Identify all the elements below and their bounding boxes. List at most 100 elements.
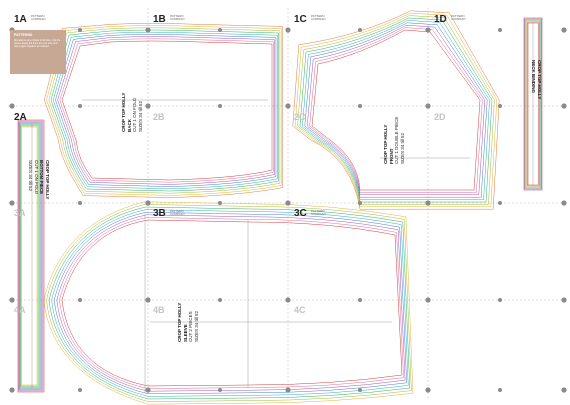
alignment-dot [145,297,151,303]
bottom-piece-outline [17,119,45,393]
pattern-pieces [17,10,543,405]
front-outline [309,27,483,193]
alignment-dot [9,200,15,206]
alignment-dot [498,388,502,392]
bottom-piece-outline [20,124,40,388]
alignment-dot [358,28,362,32]
alignment-markers [9,27,567,393]
front-outline [311,29,481,191]
piece-label-bottom: CROP TOP HOLLY BOTTOM PIECE CUT 1 ON FOL… [28,160,51,200]
alignment-dot [425,387,431,393]
alignment-dot [218,104,222,108]
back-outline [44,23,283,198]
back-outline [61,40,273,181]
alignment-dot [78,104,82,108]
tile-label-2a: 2A [14,112,27,123]
alignment-dot [145,103,151,109]
sleeve-outline [59,217,404,389]
binding-piece-outline [526,20,541,188]
instructions-box: PATTERNS All patterns are printed in ful… [10,30,66,74]
piece-title: CROP TOP HOLLY [177,302,182,342]
tile-label-2d: 2D [434,112,446,122]
alignment-dot [561,297,567,303]
binding-piece-outline [525,19,541,189]
sleeve-outline [48,206,411,400]
alignment-dot [358,104,362,108]
alignment-dot [425,200,431,206]
brand-tag: PATTERN COMPANY [311,209,326,216]
piece-sizes: SIZES 34 till 52 [399,132,405,164]
tile-label-3b: 3B [153,208,166,219]
piece-cut: CUT 1 ON FOLD [34,160,39,195]
bottom-piece-outline [21,126,38,386]
piece-label-front: CROP TOP HOLLY FRONT CUT 1 DOUBLE PIECE … [383,117,405,164]
tile-label-4c: 4C [294,305,306,315]
back-outline [57,36,275,185]
bottom-piece-outline [19,122,42,390]
alignment-dot [218,298,222,302]
alignment-dot [78,28,82,32]
alignment-dot [145,27,151,33]
tile-label-4b: 4B [153,305,165,315]
back-outline [52,31,278,190]
sleeve-outline [53,211,407,395]
tile-label-2c: 2C [294,112,306,122]
alignment-dot [285,103,291,109]
alignment-dot [561,200,567,206]
piece-title: CROP TOP HOLLY [537,60,542,100]
piece-cut: CUT 1 DOUBLE PIECE [394,116,399,164]
sleeve-outline [61,219,403,387]
tile-label-1b: 1B [153,14,166,25]
alignment-dot [9,387,15,393]
piece-label-sleeve: CROP TOP HOLLY SLEEVE CUT 2 PIECES SIZES… [177,303,199,342]
brand-tag: PATTERN COMPANY [31,14,46,21]
alignment-dot [78,298,82,302]
back-outline [55,34,277,187]
back-outline [59,38,274,183]
back-outline [50,29,279,192]
alignment-dot [145,387,151,393]
alignment-dot [498,104,502,108]
alignment-dot [9,103,15,109]
brand-tag: PATTERN COMPANY [170,14,185,21]
tile-label-1a: 1A [14,14,27,25]
alignment-dot [561,103,567,109]
piece-title: CROP TOP HOLLY [121,92,126,132]
bottom-piece-outline [20,125,39,387]
bottom-piece-outline [18,120,44,392]
alignment-dot [285,27,291,33]
alignment-dot [498,28,502,32]
front-outline [294,12,498,208]
piece-sizes: SIZES 34 till 52 [193,310,199,342]
front-outline [297,15,495,205]
tile-label-3a: 3A [14,208,26,218]
piece-title: CROP TOP HOLLY [45,160,50,200]
alignment-dot [218,28,222,32]
tile-label-3c: 3C [294,208,307,219]
front-outline [292,10,500,210]
binding-piece-outline [523,17,543,191]
alignment-dot [498,201,502,205]
alignment-dot [78,201,82,205]
piece-title: CROP TOP HOLLY [383,124,388,164]
brand-tag: PATTERN COMPANY [170,209,185,216]
back-outline [48,27,281,194]
alignment-dot [561,387,567,393]
piece-name: BOTTOM PIECE [39,160,45,195]
tile-label-1d: 1D [434,14,447,25]
sleeve-outline [56,214,406,392]
piece-label-binding: CROP TOP HOLLY NECK BINDING [531,60,543,100]
front-outline [299,17,493,203]
alignment-dot [358,201,362,205]
binding-piece-outline [524,18,542,190]
alignment-dot [358,298,362,302]
tile-label-2b: 2B [153,112,165,122]
back-outline [46,25,282,196]
bottom-piece-outline [19,123,41,389]
sleeve-outline [43,201,414,405]
instructions-text: All patterns are printed in full size. C… [14,39,61,49]
alignment-dot [358,388,362,392]
alignment-dot [285,297,291,303]
front-outline [306,24,486,196]
